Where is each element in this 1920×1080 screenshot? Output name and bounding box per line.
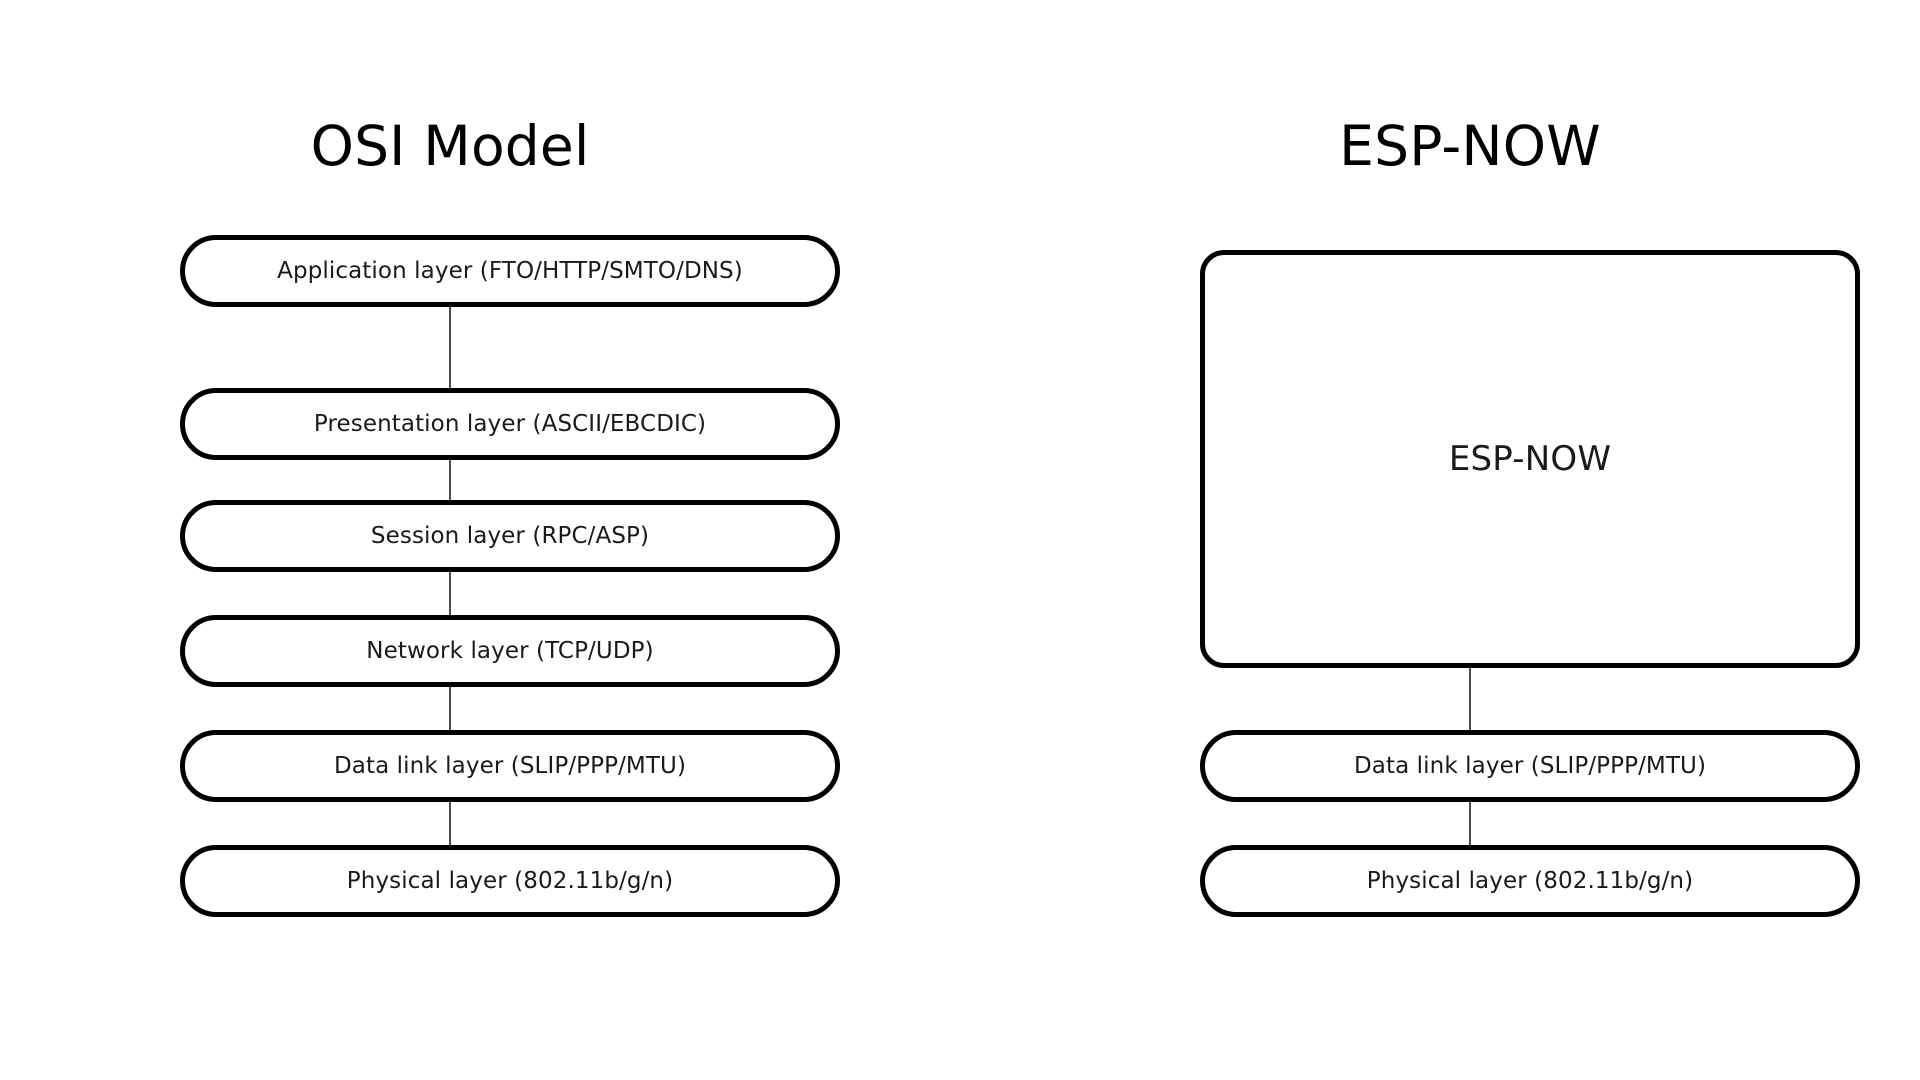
esp-now-layer-datalink-label: Data link layer (SLIP/PPP/MTU) — [1353, 753, 1707, 779]
esp-now-title: ESP-NOW — [1339, 114, 1601, 178]
osi-layer-physical[interactable]: Physical layer (802.11b/g/n) — [180, 845, 840, 917]
esp-now-block-label: ESP-NOW — [1448, 438, 1612, 479]
osi-layer-network-label: Network layer (TCP/UDP) — [366, 638, 654, 664]
connector-application-presentation — [449, 307, 451, 388]
osi-layer-presentation[interactable]: Presentation layer (ASCII/EBCDIC) — [180, 388, 840, 460]
osi-model-column: OSI Model Application layer (FTO/HTTP/SM… — [90, 0, 840, 1080]
esp-now-layer-datalink[interactable]: Data link layer (SLIP/PPP/MTU) — [1200, 730, 1860, 802]
connector-session-network — [449, 572, 451, 619]
connector-espnow-datalink — [1469, 668, 1471, 730]
connector-datalink-physical-esp — [1469, 802, 1471, 850]
osi-model-title: OSI Model — [310, 114, 590, 178]
osi-layer-presentation-label: Presentation layer (ASCII/EBCDIC) — [313, 411, 707, 437]
connector-network-datalink — [449, 687, 451, 735]
osi-layer-datalink-label: Data link layer (SLIP/PPP/MTU) — [333, 753, 687, 779]
connector-datalink-physical — [449, 802, 451, 850]
osi-layer-datalink[interactable]: Data link layer (SLIP/PPP/MTU) — [180, 730, 840, 802]
esp-now-layer-physical[interactable]: Physical layer (802.11b/g/n) — [1200, 845, 1860, 917]
osi-layer-application-label: Application layer (FTO/HTTP/SMTO/DNS) — [277, 258, 743, 284]
esp-now-layer-physical-label: Physical layer (802.11b/g/n) — [1366, 868, 1694, 894]
osi-layer-session-label: Session layer (RPC/ASP) — [370, 523, 650, 549]
osi-layer-session[interactable]: Session layer (RPC/ASP) — [180, 500, 840, 572]
osi-layer-network[interactable]: Network layer (TCP/UDP) — [180, 615, 840, 687]
esp-now-block[interactable]: ESP-NOW — [1200, 250, 1860, 668]
osi-layer-physical-label: Physical layer (802.11b/g/n) — [346, 868, 674, 894]
osi-layer-application[interactable]: Application layer (FTO/HTTP/SMTO/DNS) — [180, 235, 840, 307]
esp-now-column: ESP-NOW ESP-NOW Data link layer (SLIP/PP… — [1110, 0, 1860, 1080]
connector-presentation-session — [449, 460, 451, 516]
